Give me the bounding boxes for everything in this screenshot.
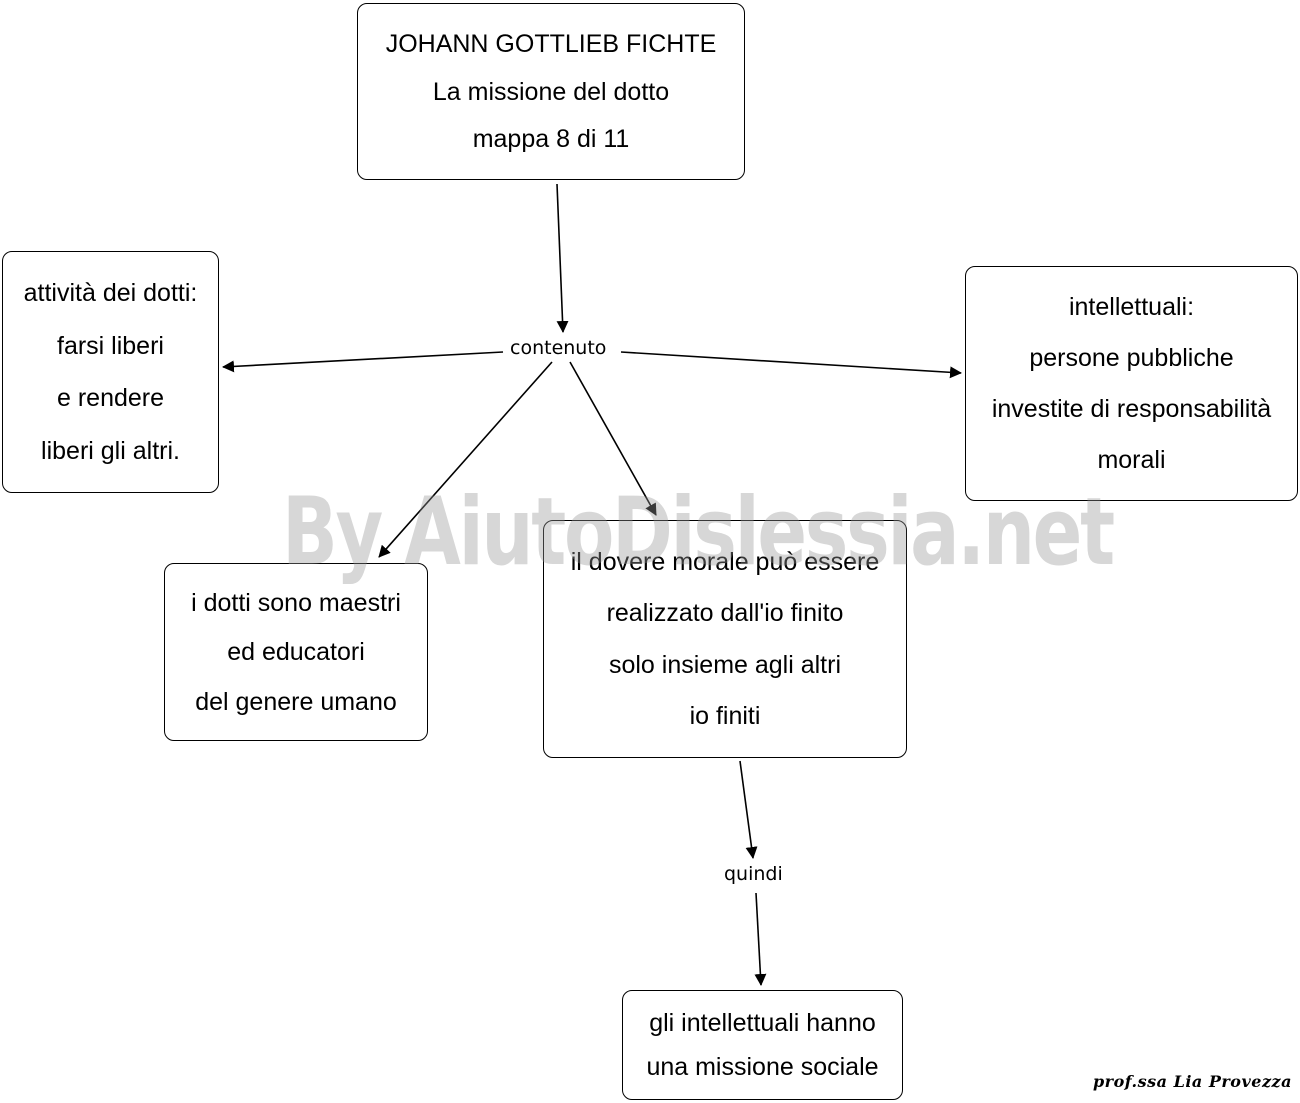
node-dovere-line-1: il dovere morale può essere — [570, 547, 880, 576]
node-intellettuali-line-3: investite di responsabilità — [991, 395, 1272, 423]
node-dovere-line-3: solo insieme agli altri — [608, 650, 842, 679]
node-title-line-1: JOHANN GOTTLIEB FICHTE — [385, 30, 717, 59]
node-attivita-line-3: e rendere — [56, 384, 165, 413]
node-missione: gli intellettuali hanno una missione soc… — [622, 990, 903, 1100]
node-dovere-line-4: io finiti — [689, 702, 761, 731]
node-maestri-line-1: i dotti sono maestri — [191, 588, 401, 617]
link-quindi-to-missione — [754, 892, 767, 986]
node-maestri-line-2: ed educatori — [227, 638, 365, 666]
node-maestri-line-3: del genere umano — [195, 687, 397, 716]
node-intellettuali-line-4: morali — [1097, 446, 1166, 474]
link-contenuto-to-dovere — [569, 361, 657, 516]
node-dovere: il dovere morale può essere realizzato d… — [543, 520, 907, 758]
node-title-line-3: mappa 8 di 11 — [472, 124, 630, 153]
node-intellettuali: intellettuali: persone pubbliche investi… — [965, 266, 1298, 501]
link-title-to-contenuto — [556, 183, 569, 333]
node-intellettuali-line-1: intellettuali: — [1068, 293, 1195, 321]
node-missione-line-1: gli intellettuali hanno — [649, 1009, 876, 1038]
node-title: JOHANN GOTTLIEB FICHTE La missione del d… — [357, 3, 745, 180]
link-label-contenuto: contenuto — [506, 337, 611, 359]
node-attivita-line-1: attività dei dotti: — [23, 279, 198, 308]
link-contenuto-to-attivita — [222, 351, 504, 373]
link-dovere-to-quindi — [739, 760, 758, 859]
node-attivita-line-2: farsi liberi — [57, 331, 164, 360]
node-attivita: attività dei dotti: farsi liberi e rende… — [2, 251, 219, 493]
link-label-quindi: quindi — [720, 863, 787, 885]
node-missione-line-2: una missione sociale — [646, 1052, 879, 1081]
author-signature: prof.ssa Lia Provezza — [1092, 1072, 1292, 1091]
node-dovere-line-2: realizzato dall'io finito — [606, 599, 844, 628]
node-title-line-2: La missione del dotto — [432, 77, 670, 106]
node-intellettuali-line-2: persone pubbliche — [1029, 344, 1234, 372]
link-contenuto-to-intellettuali — [620, 351, 962, 379]
link-contenuto-to-maestri — [378, 361, 553, 558]
node-attivita-line-4: liberi gli altri. — [41, 436, 180, 465]
node-maestri: i dotti sono maestri ed educatori del ge… — [164, 563, 428, 741]
